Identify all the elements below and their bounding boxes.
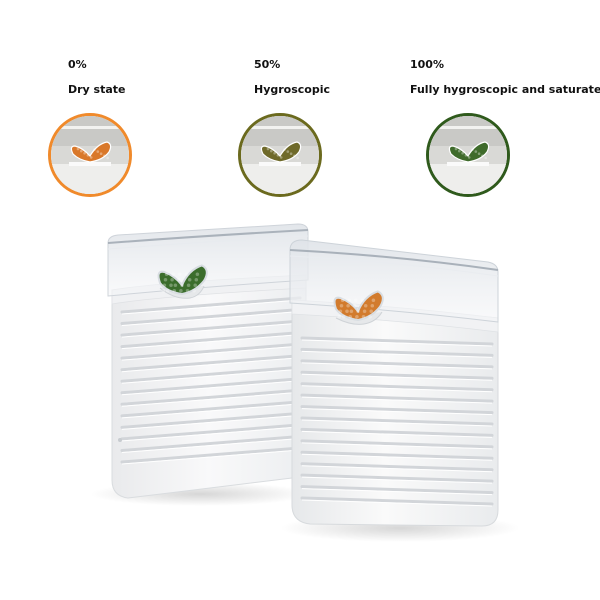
left-unit-silica-bead-holder <box>157 264 208 296</box>
state-saturated-label: Fully hygroscopic and saturated <box>410 83 600 96</box>
state-hygroscopic-percent: 50% <box>254 58 281 71</box>
silica-bead-icon <box>260 141 302 163</box>
state-hygroscopic-label: Hygroscopic <box>254 83 331 96</box>
right-unit-silica-bead-holder <box>333 290 384 322</box>
left-dehumidifier-unit <box>107 223 309 499</box>
state-saturated-percent: 100% <box>410 58 444 71</box>
right-unit-vent-slats <box>300 336 494 507</box>
left-unit-indicator-led <box>118 438 122 442</box>
state-dry-label: Dry state <box>68 83 126 96</box>
silica-bead-icon <box>70 141 112 163</box>
right-dehumidifier-unit <box>289 239 499 527</box>
silica-bead-icon <box>448 141 490 163</box>
state-saturated-indicator <box>426 113 510 197</box>
state-dry-percent: 0% <box>68 58 87 71</box>
left-unit-vent-slats <box>120 296 302 465</box>
